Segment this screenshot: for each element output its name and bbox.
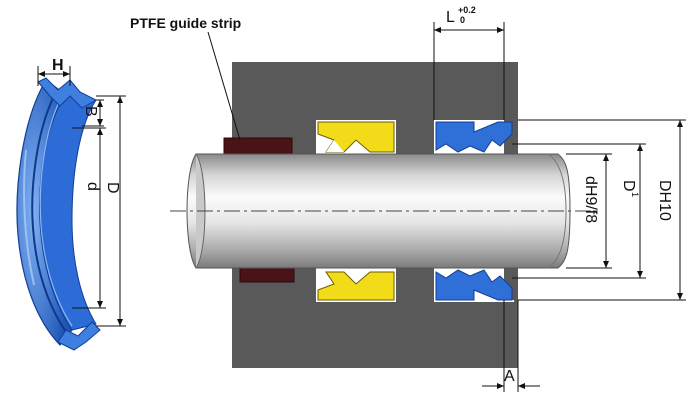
- right-dimensions: [433, 22, 686, 392]
- seal-ring-3d: [16, 77, 101, 351]
- label-d: d: [84, 182, 101, 191]
- yellow-seal-top: [317, 121, 395, 153]
- yellow-seal-bottom: [317, 271, 395, 301]
- label-D1: D: [620, 180, 637, 192]
- label-H: H: [52, 57, 64, 74]
- blue-seal-top: [435, 121, 513, 153]
- label-B: B: [82, 106, 99, 117]
- ptfe-leader: [207, 31, 241, 141]
- label-A: A: [504, 368, 515, 385]
- blue-seal-bottom: [435, 269, 513, 301]
- label-D1-sub: 1: [630, 192, 640, 197]
- ptfe-strip-top: [223, 137, 293, 157]
- label-ptfe-guide-strip: PTFE guide strip: [130, 15, 241, 31]
- label-L: L: [446, 9, 455, 26]
- label-D: D: [104, 182, 121, 194]
- label-dH9f8: dH9/f8: [582, 176, 599, 223]
- label-L-tol-lower: 0: [460, 15, 465, 25]
- label-DH10: DH10: [656, 180, 673, 221]
- left-dimensions: [37, 66, 126, 327]
- label-L-tol-upper: +0.2: [458, 5, 476, 15]
